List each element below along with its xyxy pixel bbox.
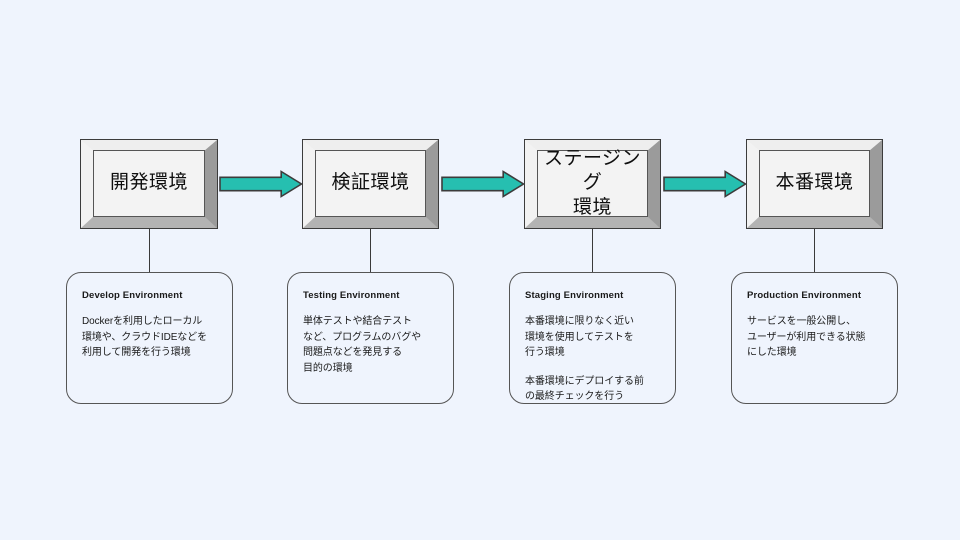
description-paragraph-staging-1: 本番環境に限りなく近い 環境を使用してテストを 行う環境 [525,316,634,358]
connector-develop [149,228,150,272]
env-box-label-testing: 検証環境 [331,172,410,194]
env-box-label-develop: 開発環境 [109,172,188,194]
connector-staging [592,228,593,272]
connector-production [814,228,815,272]
description-card-staging: Staging Environment 本番環境に限りなく近い 環境を使用してテス… [509,272,676,404]
connector-testing [370,228,371,272]
description-title-production: Production Environment [747,290,862,301]
description-title-develop: Develop Environment [82,290,183,301]
env-box-staging[interactable]: ステージング 環境 [524,139,661,229]
env-box-production[interactable]: 本番環境 [746,139,883,229]
env-box-testing[interactable]: 検証環境 [302,139,439,229]
description-title-testing: Testing Environment [303,290,400,301]
description-card-production: Production Environment サービスを一般公開し、 ユーザーが利… [731,272,898,404]
description-title-staging: Staging Environment [525,290,624,301]
arrow-develop-to-testing [219,170,303,198]
env-box-label-staging: ステージング 環境 [543,148,642,218]
env-box-label-production: 本番環境 [775,172,854,194]
arrow-testing-to-staging [441,170,525,198]
env-box-develop[interactable]: 開発環境 [80,139,218,229]
description-paragraph-staging-2: 本番環境にデプロイする前 の最終チェックを行う [525,375,644,403]
arrow-staging-to-production [663,170,747,198]
description-card-testing: Testing Environment 単体テストや結合テスト など、プログラムの… [287,272,454,404]
description-paragraph-production-1: サービスを一般公開し、 ユーザーが利用できる状態 にした環境 [747,316,866,358]
description-paragraph-develop-1: Dockerを利用したローカル 環境や、クラウドIDEなどを 利用して開発を行う… [82,316,207,358]
description-paragraph-testing-1: 単体テストや結合テスト など、プログラムのバグや 問題点などを発見する 目的の環… [303,316,421,374]
